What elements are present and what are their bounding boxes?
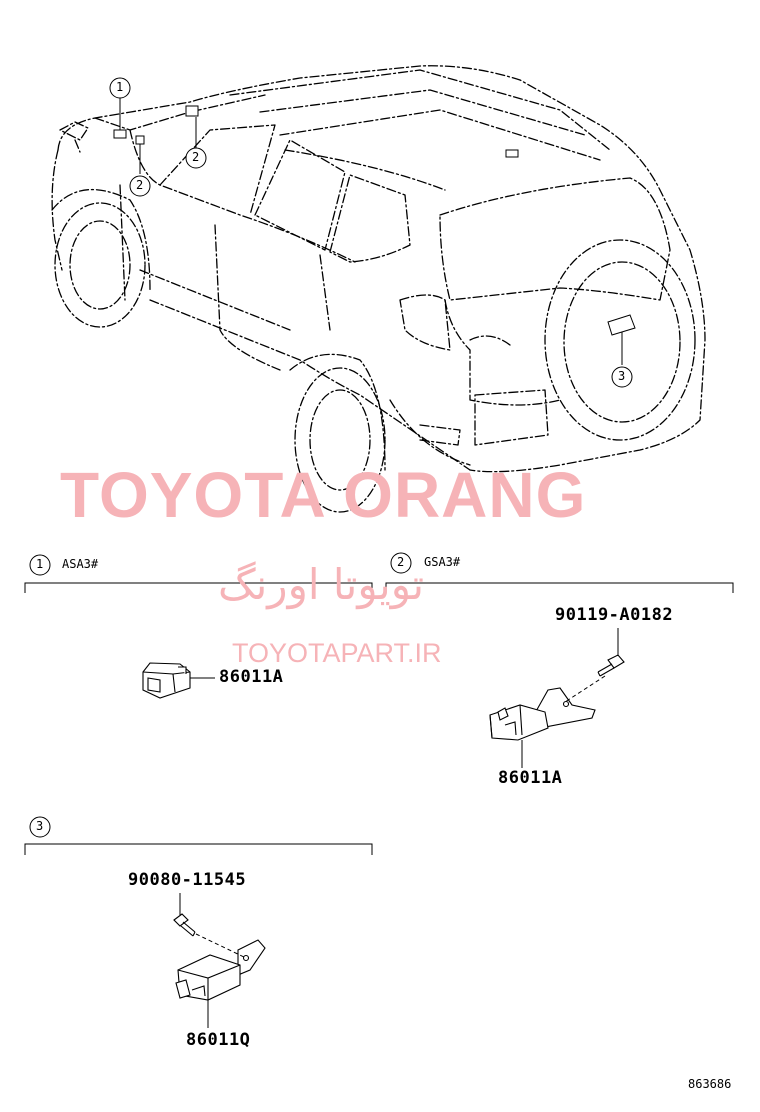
part-label-s2-bolt: 90119-A0182 (555, 605, 674, 625)
section-3-number: 3 (36, 819, 44, 833)
part-label-s1-sensor: 86011A (219, 667, 284, 687)
callout-circle-2b (129, 175, 151, 197)
callout-circle-1 (109, 77, 131, 99)
section-1-number: 1 (36, 557, 44, 571)
sensor-86011Q (175, 939, 266, 1001)
section-2-number: 2 (397, 555, 405, 569)
callout-2b-label: 2 (136, 178, 144, 192)
callout-1-label: 1 (116, 80, 124, 94)
bolt-90119-A0182 (597, 654, 625, 677)
callout-3-label: 3 (618, 369, 626, 383)
section-1-code: ASA3# (62, 557, 99, 571)
callout-circle-2a (185, 147, 207, 169)
section-2-code: GSA3# (424, 555, 461, 569)
watermark-url: TOYOTAPART.IR (232, 638, 442, 668)
watermark-persian: تویوتا اورنگ (218, 560, 425, 609)
callout-circle-3 (611, 366, 633, 388)
bolt-90080-11545 (173, 913, 196, 937)
callout-2a-label: 2 (192, 150, 200, 164)
part-label-s3-bolt: 90080-11545 (128, 870, 247, 890)
sensor-86011A-s1 (142, 662, 215, 699)
diagram-id: 863686 (688, 1077, 732, 1091)
part-label-s3-sensor: 86011Q (186, 1030, 251, 1050)
watermark-brand: TOYOTA ORANG (60, 459, 587, 531)
part-label-s2-sensor: 86011A (498, 768, 563, 788)
sensor-86011A-s2 (489, 687, 596, 741)
